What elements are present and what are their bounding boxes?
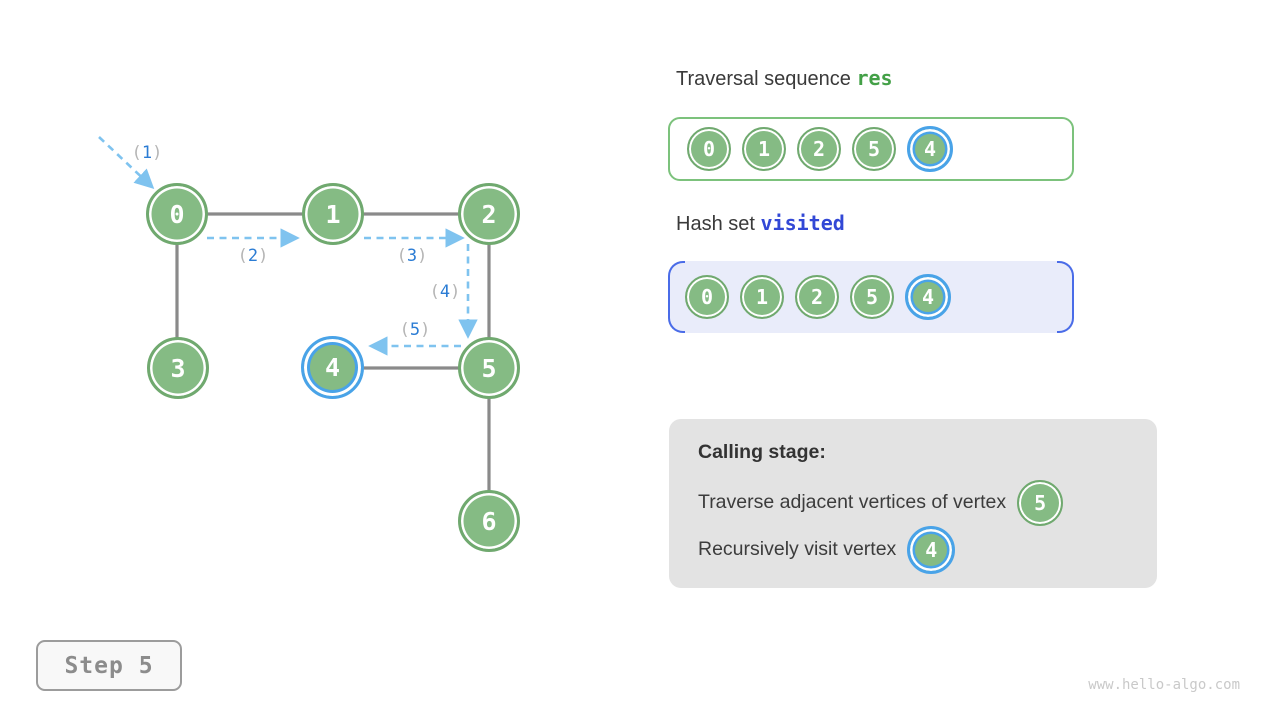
- label-paren: ): [450, 282, 461, 302]
- label-paren: ): [417, 246, 428, 266]
- label-number: 4: [439, 282, 451, 302]
- graph-drawing: [98, 136, 491, 521]
- graph-node-2: 2: [458, 183, 520, 245]
- calling-stage-vertex-4-highlighted: 4: [907, 525, 956, 574]
- watermark-text: www.hello-algo.com: [1088, 677, 1240, 693]
- res-item-4-highlighted: 4: [907, 126, 953, 172]
- hash-set-title: Hash set visited: [676, 211, 845, 236]
- graph-node-3: 3: [147, 337, 209, 399]
- arrow-label-3: (3): [397, 246, 428, 266]
- res-item-2: 2: [797, 127, 841, 171]
- res-code-label: res: [856, 66, 893, 90]
- calling-stage-vertex-5: 5: [1017, 479, 1064, 526]
- label-number: 1: [141, 143, 153, 163]
- graph-node-5: 5: [458, 337, 520, 399]
- visited-item-0: 0: [685, 275, 729, 319]
- step-indicator-button[interactable]: Step 5: [36, 640, 182, 691]
- visited-item-4-highlighted: 4: [905, 274, 951, 320]
- traversal-sequence-box: 0 1 2 5 4: [668, 117, 1074, 181]
- label-paren: ): [420, 320, 431, 340]
- arrow-label-2: (2): [238, 246, 269, 266]
- calling-stage-line-1-text: Traverse adjacent vertices of vertex: [698, 491, 1007, 513]
- traversal-sequence-title-text: Traversal sequence: [676, 68, 851, 90]
- label-paren: (: [399, 320, 410, 340]
- graph-node-0: 0: [146, 183, 208, 245]
- traversal-sequence-title: Traversal sequence res: [676, 66, 893, 91]
- calling-stage-line-1: Traverse adjacent vertices of vertex 5: [698, 479, 1157, 526]
- calling-stage-line-2: Recursively visit vertex 4: [698, 525, 1157, 574]
- hash-set-box: 0 1 2 5 4: [668, 261, 1074, 333]
- label-number: 2: [247, 246, 259, 266]
- label-paren: (: [237, 246, 248, 266]
- arrow-label-4: (4): [430, 282, 461, 302]
- label-paren: (: [429, 282, 440, 302]
- arrow-label-5: (5): [400, 320, 431, 340]
- label-paren: ): [258, 246, 269, 266]
- calling-stage-line-2-text: Recursively visit vertex: [698, 538, 897, 560]
- label-paren: (: [131, 143, 142, 163]
- calling-stage-heading: Calling stage:: [698, 441, 826, 463]
- calling-stage-box: Calling stage: Traverse adjacent vertice…: [669, 419, 1157, 588]
- label-paren: ): [152, 143, 163, 163]
- graph-node-1: 1: [302, 183, 364, 245]
- hash-set-title-text: Hash set: [676, 213, 755, 235]
- visited-item-1: 1: [740, 275, 784, 319]
- label-number: 5: [409, 320, 421, 340]
- graph-node-6: 6: [458, 490, 520, 552]
- arrow-label-1: (1): [132, 143, 163, 163]
- visited-item-2: 2: [795, 275, 839, 319]
- graph-node-4-highlighted: 4: [301, 336, 364, 399]
- visited-code-label: visited: [760, 211, 845, 235]
- res-item-0: 0: [687, 127, 731, 171]
- res-item-3: 5: [852, 127, 896, 171]
- label-paren: (: [396, 246, 407, 266]
- label-number: 3: [406, 246, 418, 266]
- visited-item-3: 5: [850, 275, 894, 319]
- res-item-1: 1: [742, 127, 786, 171]
